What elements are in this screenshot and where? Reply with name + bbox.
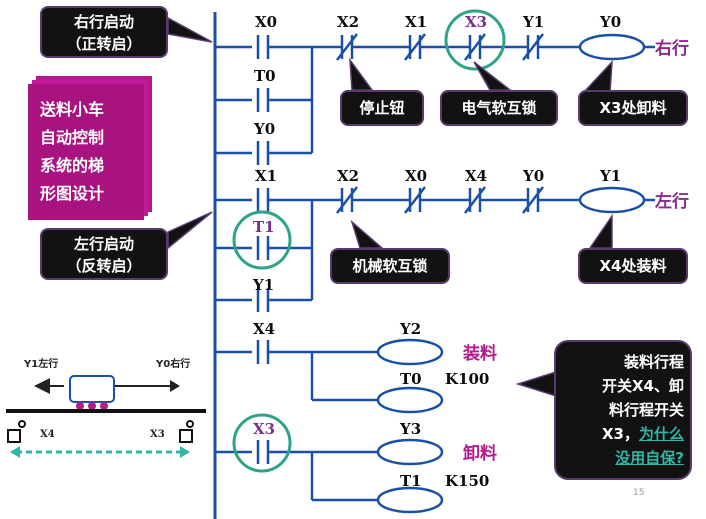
question-line-4-text: X3， xyxy=(601,425,639,443)
r1-y1-label: Y1 xyxy=(522,13,544,31)
cart-body xyxy=(69,375,115,403)
r3-k100-label: K100 xyxy=(445,370,489,388)
question-line-4: X3，为什么 xyxy=(562,422,684,446)
r3-x4-label: X4 xyxy=(253,320,275,338)
title-stack: 送料小车 自动控制 系统的梯 形图设计 xyxy=(28,76,156,222)
question-line-1: 装料行程 xyxy=(623,353,684,371)
callout-right-start: 右行启动 （正转启） xyxy=(40,6,168,58)
r2-t1-label: T1 xyxy=(253,218,275,236)
callout-x3-unload: X3处卸料 xyxy=(578,90,688,126)
callout-right-start-line1: 右行启动 xyxy=(73,13,134,31)
callout-question: 装料行程 开关X4、卸 料行程开关 X3，为什么 没用自保? xyxy=(554,340,692,480)
r3-t0-label: T0 xyxy=(400,370,422,388)
question-link-2[interactable]: 没用自保? xyxy=(615,449,684,467)
title-line-1: 送料小车 xyxy=(40,100,105,119)
question-link-1[interactable]: 为什么 xyxy=(638,425,684,443)
rung-2 xyxy=(215,186,655,312)
title-line-3: 系统的梯 xyxy=(40,156,105,175)
callout-elec-interlock: 电气软互锁 xyxy=(440,90,558,126)
r3-y2-label: Y2 xyxy=(399,320,421,338)
rung-3 xyxy=(215,338,444,414)
highlight-x3-contact xyxy=(444,9,506,71)
r1-y0-label: Y0 xyxy=(253,120,275,138)
cart-illustration: Y1左行 Y0右行 X4 X3 xyxy=(6,357,206,458)
r4-output-unload: 卸料 xyxy=(463,443,497,464)
page-number: 15 xyxy=(633,488,644,498)
cart-label-right: Y0右行 xyxy=(155,357,190,370)
r2-y1-label: Y1 xyxy=(252,276,274,294)
callout-left-start-line1: 左行启动 xyxy=(73,235,134,253)
cart-label-left: Y1左行 xyxy=(23,357,58,370)
r2-x1-label: X1 xyxy=(255,167,277,185)
title-box: 送料小车 自动控制 系统的梯 形图设计 xyxy=(28,84,144,220)
r4-t1-label: T1 xyxy=(400,472,422,490)
r1-x1-label: X1 xyxy=(405,13,427,31)
callout-left-start: 左行启动 （反转启） xyxy=(40,228,168,280)
r1-x3-label: X3 xyxy=(465,13,487,31)
callout-right-start-line2: （正转启） xyxy=(66,35,142,53)
r1-t0-label: T0 xyxy=(254,67,276,85)
r4-y3-label: Y3 xyxy=(399,420,421,438)
r2-x4-label: X4 xyxy=(465,167,487,185)
limit-switch-x4-icon xyxy=(7,420,26,443)
r1-coil-y0-label: Y0 xyxy=(599,13,621,31)
r3-output-load: 装料 xyxy=(462,343,497,364)
callout-left-start-line2: （反转启） xyxy=(66,257,142,275)
highlight-t1-contact xyxy=(232,210,292,270)
rung-4 xyxy=(215,438,444,514)
r2-x2-label: X2 xyxy=(337,167,359,185)
limit-switch-x3-icon xyxy=(179,420,194,443)
title-line-2: 自动控制 xyxy=(40,128,105,147)
cart-label-x3: X3 xyxy=(150,429,165,440)
r1-x0-label: X0 xyxy=(255,13,277,31)
r2-coil-y1-label: Y1 xyxy=(599,167,621,185)
r4-k150-label: K150 xyxy=(445,472,489,490)
question-line-2: 开关X4、卸 xyxy=(601,377,684,395)
r2-output-left: 左行 xyxy=(655,191,689,212)
r4-x3-label: X3 xyxy=(253,420,275,438)
r2-y0-label: Y0 xyxy=(522,167,544,185)
title-line-4: 形图设计 xyxy=(40,184,105,203)
question-line-3: 料行程开关 xyxy=(608,401,684,419)
rung-1 xyxy=(215,33,655,165)
callout-x4-load: X4处装料 xyxy=(578,248,688,284)
highlight-x3-rung4 xyxy=(232,413,292,473)
callout-mech-interlock: 机械软互锁 xyxy=(330,248,450,284)
callout-stop-button: 停止钮 xyxy=(340,90,424,126)
r2-x0-label: X0 xyxy=(405,167,427,185)
r1-output-right: 右行 xyxy=(655,38,689,59)
highlight-circles xyxy=(232,9,506,473)
r1-x2-label: X2 xyxy=(337,13,359,31)
callout-pointers xyxy=(167,16,613,398)
cart-label-x4: X4 xyxy=(40,429,55,440)
